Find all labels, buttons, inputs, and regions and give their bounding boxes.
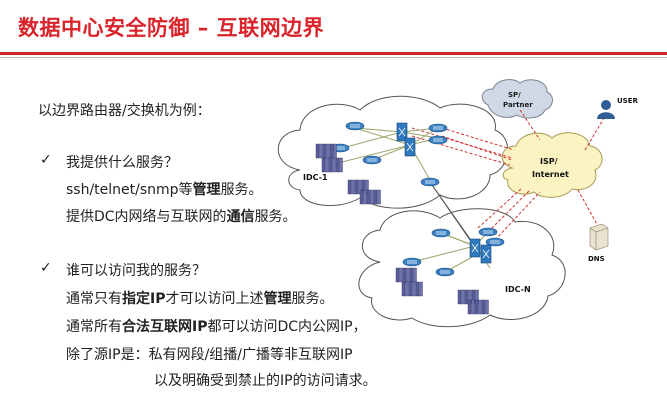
idc-n-label: IDC-N [505,285,531,294]
switch-icon [345,121,365,131]
dashed-link [441,135,513,161]
switch-icon [402,257,422,267]
answer-2-line-2: 通常所有合法互联网IP都可以访问DC内公网IP， [66,319,367,335]
question-1: 我提供什么服务？ [66,155,178,171]
answer-1-line-1: ssh/telnet/snmp等管理服务。 [66,182,263,198]
switch-icon [428,135,448,145]
switch-icon [431,228,451,238]
link [354,127,403,133]
check-icon: ✓ [40,152,52,168]
switch-icon [478,227,498,237]
title-divider-thin [0,57,667,58]
intro-text: 以边界路由器/交换机为例： [38,103,211,119]
isp-label-2: Internet [532,170,569,179]
core-switch-icon [404,137,416,157]
answer-2-line-3: 除了源IP是：私有网段/组播/广播等非互联网IP [66,347,353,363]
link [329,144,411,166]
dashed-link [494,191,541,241]
core-switch-icon [469,238,481,258]
link [354,127,411,146]
isp-internet-cloud [501,132,603,198]
sp-partner-cloud [481,79,553,119]
switch-icon [428,123,448,133]
sp-label-1: SP/ [508,91,521,99]
link [429,181,476,247]
idc-n-cloud [358,208,566,328]
switch-icon [420,177,440,187]
dns-server-icon [589,223,609,251]
dashed-link [441,127,515,151]
link [411,245,476,263]
answer-2-line-4: 以及明确受到禁止的IP的访问请求。 [154,373,377,389]
dashed-link [577,189,599,227]
user-icon [597,100,615,119]
isp-label-1: ISP/ [540,157,558,166]
question-2: 谁可以访问我的服务？ [66,263,206,279]
core-switch-icon [480,244,492,264]
sp-label-2: Partner [503,101,533,109]
slide-title: 数据中心安全防御 – 互联网边界 [18,16,325,40]
dns-label: DNS [588,255,605,263]
answer-2-line-1: 通常只有指定IP才可以访问上述管理服务。 [66,291,334,307]
dashed-link [519,109,541,141]
switch-icon [362,155,382,165]
user-label: USER [617,97,639,105]
answer-1-line-2: 提供DC内网络与互联网的通信服务。 [66,209,297,225]
title-divider [0,52,667,55]
switch-icon [435,267,455,277]
idc-1-label: IDC-1 [303,173,328,182]
check-icon: ✓ [40,260,52,276]
dashed-link [584,117,605,151]
